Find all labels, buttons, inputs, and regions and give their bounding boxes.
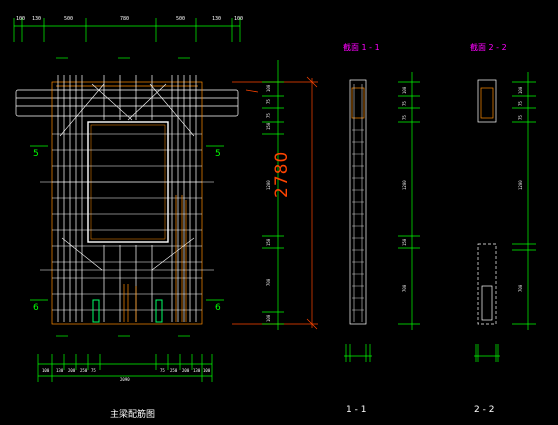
svg-text:500: 500 (64, 16, 73, 22)
svg-text:75: 75 (402, 101, 407, 106)
svg-text:250: 250 (170, 368, 178, 373)
svg-text:100: 100 (234, 16, 243, 22)
section-2-bottom-outline (477, 243, 497, 325)
svg-text:75: 75 (91, 368, 96, 373)
svg-text:1200: 1200 (402, 180, 407, 190)
svg-text:150: 150 (266, 238, 271, 246)
svg-text:130: 130 (32, 16, 41, 22)
section-1-1: 100 75 75 1200 150 700 (344, 72, 420, 362)
height-dimension: 100 75 75 150 1200 150 700 100 (232, 60, 318, 330)
section-2-top-outline (477, 79, 497, 123)
section-mark-5-right: 5 (215, 149, 221, 159)
front-view-title: 主梁配筋图 (110, 410, 156, 420)
green-markers (92, 299, 163, 323)
svg-text:2090: 2090 (120, 377, 130, 382)
svg-text:780: 780 (120, 16, 129, 22)
svg-text:200: 200 (68, 368, 76, 373)
section-mark-6-left: 6 (33, 303, 39, 313)
body-outline (51, 81, 203, 325)
horizontal-rebars (40, 133, 214, 311)
svg-text:100: 100 (266, 84, 271, 92)
cap-beam (15, 89, 239, 117)
svg-text:75: 75 (266, 113, 271, 118)
svg-text:500: 500 (176, 16, 185, 22)
section-1-title: 截面 1 - 1 (343, 43, 380, 52)
svg-text:130: 130 (212, 16, 221, 22)
top-dimension-chain (13, 18, 241, 42)
svg-text:75: 75 (518, 115, 523, 120)
svg-text:150: 150 (266, 122, 271, 130)
svg-text:130: 130 (56, 368, 64, 373)
svg-text:75: 75 (160, 368, 165, 373)
bottom-dimension-chain (37, 354, 213, 382)
svg-text:130: 130 (193, 368, 201, 373)
svg-text:75: 75 (266, 99, 271, 104)
svg-text:1200: 1200 (266, 180, 271, 190)
svg-text:150: 150 (402, 238, 407, 246)
svg-text:100: 100 (266, 314, 271, 322)
section-2-title: 截面 2 - 2 (470, 43, 507, 52)
svg-text:100: 100 (402, 86, 407, 94)
svg-text:250: 250 (80, 368, 88, 373)
svg-text:75: 75 (402, 115, 407, 120)
diagonal-rebars (59, 83, 195, 271)
section-2-2: 100 75 75 1200 700 (474, 72, 536, 362)
section-mark-6-right: 6 (215, 303, 221, 313)
accent-bars (123, 195, 187, 322)
section-mark-5-left: 5 (33, 149, 39, 159)
top-dim-text: 100 130 500 780 500 130 100 (16, 16, 243, 22)
svg-text:100: 100 (203, 368, 211, 373)
svg-text:100: 100 (42, 368, 50, 373)
section-1-outline (349, 79, 367, 325)
svg-text:75: 75 (518, 101, 523, 106)
svg-text:700: 700 (266, 278, 271, 286)
vertical-rebars (57, 75, 197, 322)
svg-text:700: 700 (402, 284, 407, 292)
svg-text:700: 700 (518, 284, 523, 292)
side-section-marks (30, 145, 224, 301)
overall-height-label: 2780 (272, 150, 292, 198)
section-2-caption: 2 - 2 (474, 405, 495, 415)
svg-text:200: 200 (182, 368, 190, 373)
section-1-caption: 1 - 1 (346, 405, 367, 415)
svg-text:100: 100 (16, 16, 25, 22)
svg-text:1200: 1200 (518, 180, 523, 190)
svg-text:100: 100 (518, 86, 523, 94)
